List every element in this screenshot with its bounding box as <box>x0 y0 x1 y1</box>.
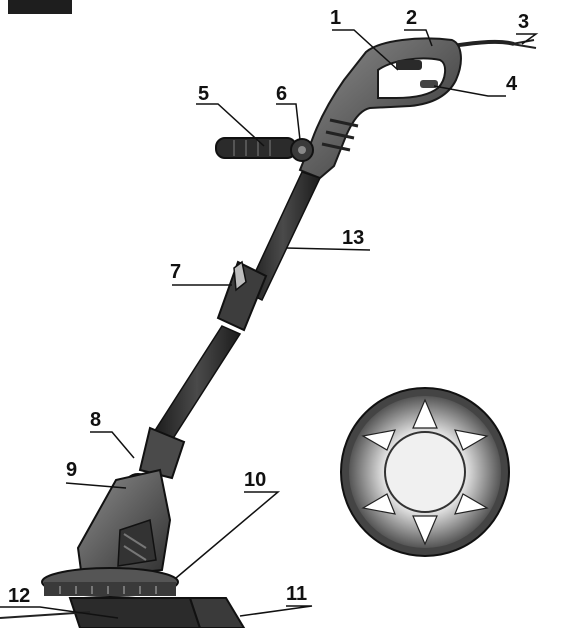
power-switch <box>396 60 422 70</box>
callout-11: 11 <box>286 583 308 605</box>
callout-9: 9 <box>66 459 78 481</box>
callout-7: 7 <box>170 261 182 283</box>
callout-1: 1 <box>330 7 342 29</box>
leader-lines <box>0 29 539 619</box>
telescopic-lock <box>216 260 268 332</box>
callout-12: 12 <box>8 585 31 607</box>
callout-13: 13 <box>342 227 365 249</box>
spool-base <box>0 597 246 628</box>
callout-8: 8 <box>90 409 102 431</box>
auxiliary-handle <box>215 137 314 162</box>
corner-black-block <box>8 0 72 14</box>
callout-10: 10 <box>244 469 267 491</box>
power-cord <box>451 39 537 49</box>
callout-2: 2 <box>406 7 418 29</box>
safety-guard <box>41 567 179 597</box>
lower-shaft <box>152 325 242 441</box>
lock-off-button <box>420 80 438 88</box>
upper-shaft <box>245 171 322 302</box>
callout-3: 3 <box>518 11 530 33</box>
top-handle <box>298 37 462 180</box>
callout-6: 6 <box>276 83 288 105</box>
callout-4: 4 <box>506 73 518 95</box>
guard-detail-disc <box>340 387 510 557</box>
callout-5: 5 <box>198 83 210 105</box>
